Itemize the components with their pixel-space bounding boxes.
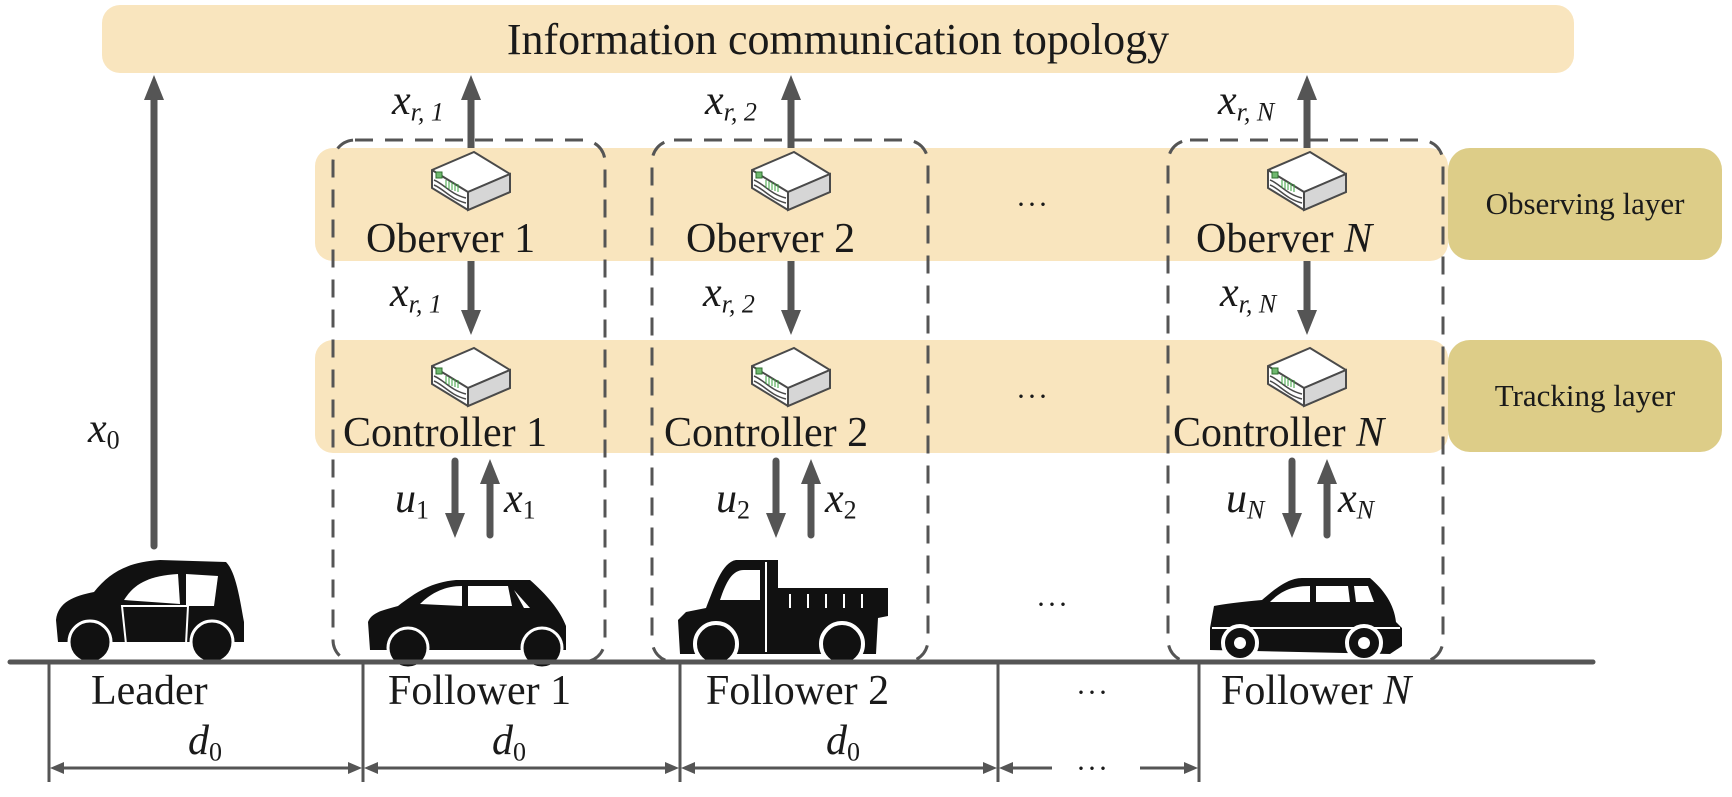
spacing-arrow-follower1-follower2 [364,762,679,774]
observer-n-output-arrow [1297,75,1317,148]
observer-n-to-controller-label: xr, N [1220,270,1277,319]
spacing-label-3: d0 [826,718,860,767]
follower-1-group-box [331,138,607,664]
observer-1-to-controller-arrow [461,261,481,335]
control-input-2-label: u2 [716,476,750,525]
follower-2-label: Follower 2 [706,668,890,714]
observing-layer-label: Observing layer [1448,148,1722,260]
controller-ellipsis: ··· [1016,380,1049,413]
observer-n-device-icon [1267,151,1347,211]
spacing-label-2: d0 [492,718,526,767]
observer-1-output-label: xr, 1 [392,78,444,127]
controller-n-label: Controller N [1173,410,1385,456]
observer-2-output-label: xr, 2 [705,78,757,127]
spacing-arrow-follower2-next [681,762,997,774]
follower-2-vehicle-icon [678,560,888,667]
follower-n-vehicle-icon [1210,578,1402,662]
observer-n-output-label: xr, N [1218,78,1275,127]
tracking-layer-band [315,340,1448,453]
state-feedback-n-arrow [1317,459,1337,539]
controller-n-device-icon [1267,347,1347,407]
spacing-label-1: d0 [188,718,222,767]
follower-1-label: Follower 1 [388,668,572,714]
controller-2-label: Controller 2 [664,410,869,456]
control-input-n-label: uN [1226,476,1265,525]
observing-layer-text: Observing layer [1485,186,1685,221]
control-input-1-label: u1 [395,476,429,525]
follower-1-vehicle-icon [368,580,566,670]
leader-label: Leader [91,668,208,714]
observer-2-to-controller-label: xr, 2 [703,270,755,319]
state-2-label: x2 [825,476,857,525]
follower-ellipsis-label: ··· [1076,676,1109,709]
state-feedback-1-arrow [480,459,500,539]
leader-state-label: x0 [88,406,120,455]
tracking-layer-text: Tracking layer [1494,378,1676,413]
observer-1-label: Oberver 1 [366,216,536,262]
observing-layer-band [315,148,1448,261]
spacing-ticks [47,662,1201,782]
observer-2-output-arrow [781,75,801,148]
controller-2-device-icon [751,347,831,407]
observer-2-device-icon [751,151,831,211]
state-feedback-2-arrow [801,459,821,539]
leader-state-arrow [144,75,164,550]
observer-ellipsis: ··· [1016,188,1049,221]
spacing-arrow-ellipsis [999,762,1198,774]
controller-1-device-icon [431,347,511,407]
observer-n-label: Oberver N [1196,216,1373,262]
tracking-layer-label: Tracking layer [1448,340,1722,452]
observer-n-to-controller-arrow [1297,261,1317,335]
spacing-arrow-leader-follower1 [50,762,362,774]
banner-title: Information communication topology [506,14,1170,64]
control-input-n-arrow [1282,457,1302,538]
state-n-label: xN [1338,476,1374,525]
controller-1-label: Controller 1 [343,410,548,456]
observer-1-to-controller-label: xr, 1 [390,270,442,319]
control-input-2-arrow [766,457,786,538]
observer-2-label: Oberver 2 [686,216,856,262]
control-input-1-arrow [445,457,465,538]
state-1-label: x1 [504,476,536,525]
observer-2-to-controller-arrow [781,261,801,335]
information-topology-banner: Information communication topology [102,5,1574,73]
observer-1-device-icon [431,151,511,211]
spacing-ellipsis: ··· [1076,752,1109,785]
leader-vehicle-icon [56,560,244,665]
follower-n-label: Follower N [1221,668,1412,714]
vehicle-ellipsis: ··· [1036,588,1069,621]
observer-1-output-arrow [461,75,481,148]
